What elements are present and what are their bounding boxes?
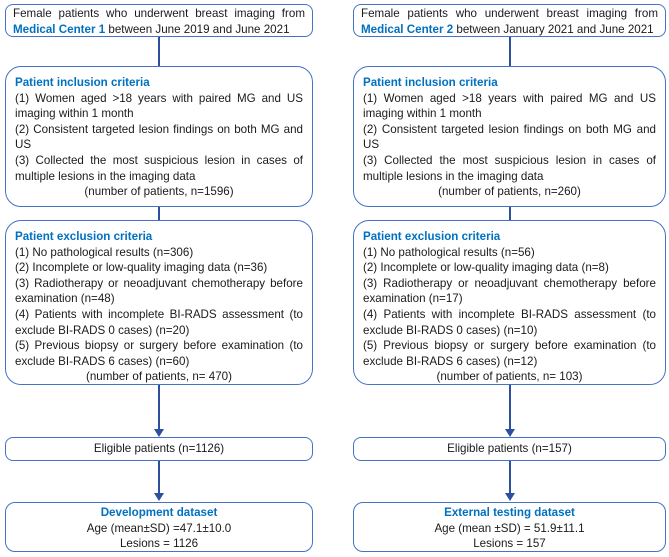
center-2-name: Medical Center 2: [361, 22, 454, 36]
inclusion-item: (2) Consistent targeted lesion findings …: [363, 122, 656, 152]
source-box-center-2: Female patients who underwent breast ima…: [353, 4, 666, 37]
connector-line: [158, 37, 160, 66]
dataset-age: Age (mean ±SD) = 51.9±11.1: [434, 521, 585, 535]
source-intro-text: Female patients who underwent breast ima…: [361, 7, 658, 20]
connector-line: [158, 207, 160, 220]
exclusion-item: (5) Previous biopsy or surgery before ex…: [363, 339, 656, 368]
connector-line: [158, 461, 160, 494]
inclusion-item: (2) Consistent targeted lesion findings …: [15, 122, 303, 152]
inclusion-title: Patient inclusion criteria: [15, 76, 150, 89]
exclusion-title: Patient exclusion criteria: [15, 230, 153, 243]
eligible-patients-box-center-1: Eligible patients (n=1126): [5, 437, 313, 461]
patient-count: (number of patients, n= 470): [86, 370, 232, 384]
connector-line: [509, 37, 511, 66]
dataset-title: External testing dataset: [444, 506, 575, 519]
patient-count: (number of patients, n= 103): [436, 370, 583, 384]
arrow-down-icon: [505, 493, 515, 501]
exclusion-item: (1) No pathological results (n=56): [363, 245, 535, 259]
eligible-patients-label: Eligible patients (n=157): [447, 442, 572, 455]
exclusion-item: (1) No pathological results (n=306): [15, 245, 194, 259]
inclusion-item: (1) Women aged >18 years with paired MG …: [15, 91, 303, 121]
eligible-patients-label: Eligible patients (n=1126): [93, 442, 225, 455]
exclusion-item: (2) Incomplete or low-quality imaging da…: [15, 261, 268, 275]
connector-line: [509, 385, 511, 430]
development-dataset-box: Development dataset Age (mean±SD) =47.1±…: [5, 502, 313, 552]
source-intro-text: Female patients who underwent breast ima…: [13, 7, 305, 20]
exclusion-item: (2) Incomplete or low-quality imaging da…: [363, 261, 609, 275]
source-period-text: between January 2021 and June 2021: [456, 22, 654, 36]
dataset-title: Development dataset: [100, 506, 218, 519]
center-1-name: Medical Center 1: [13, 22, 106, 36]
dataset-lesions: Lesions = 1126: [119, 537, 199, 551]
exclusion-item: (4) Patients with incomplete BI-RADS ass…: [15, 307, 303, 337]
inclusion-item: (3) Collected the most suspicious lesion…: [15, 153, 303, 183]
inclusion-item: (3) Collected the most suspicious lesion…: [363, 153, 656, 183]
arrow-down-icon: [505, 429, 515, 437]
exclusion-title: Patient exclusion criteria: [363, 230, 501, 243]
inclusion-criteria-box-center-1: Patient inclusion criteria (1) Women age…: [5, 66, 313, 207]
connector-line: [158, 385, 160, 430]
arrow-down-icon: [154, 493, 164, 501]
inclusion-criteria-box-center-2: Patient inclusion criteria (1) Women age…: [353, 66, 666, 207]
exclusion-item: (4) Patients with incomplete BI-RADS ass…: [363, 307, 656, 337]
arrow-down-icon: [154, 429, 164, 437]
exclusion-criteria-box-center-1: Patient exclusion criteria (1) No pathol…: [5, 220, 313, 385]
source-box-center-1: Female patients who underwent breast ima…: [5, 4, 313, 37]
dataset-lesions: Lesions = 157: [473, 537, 546, 551]
connector-line: [509, 207, 511, 220]
connector-line: [509, 461, 511, 494]
patient-count: (number of patients, n=1596): [84, 185, 234, 199]
exclusion-item: (3) Radiotherapy or neoadjuvant chemothe…: [15, 276, 303, 306]
inclusion-item: (1) Women aged >18 years with paired MG …: [363, 91, 656, 121]
source-period-text: between June 2019 and June 2021: [108, 22, 290, 36]
dataset-age: Age (mean±SD) =47.1±10.0: [86, 521, 232, 535]
exclusion-item: (3) Radiotherapy or neoadjuvant chemothe…: [363, 276, 656, 306]
external-testing-dataset-box: External testing dataset Age (mean ±SD) …: [353, 502, 666, 552]
inclusion-title: Patient inclusion criteria: [363, 76, 498, 89]
patient-count: (number of patients, n=260): [438, 185, 581, 199]
eligible-patients-box-center-2: Eligible patients (n=157): [353, 437, 666, 461]
exclusion-criteria-box-center-2: Patient exclusion criteria (1) No pathol…: [353, 220, 666, 385]
exclusion-item: (5) Previous biopsy or surgery before ex…: [15, 339, 303, 368]
